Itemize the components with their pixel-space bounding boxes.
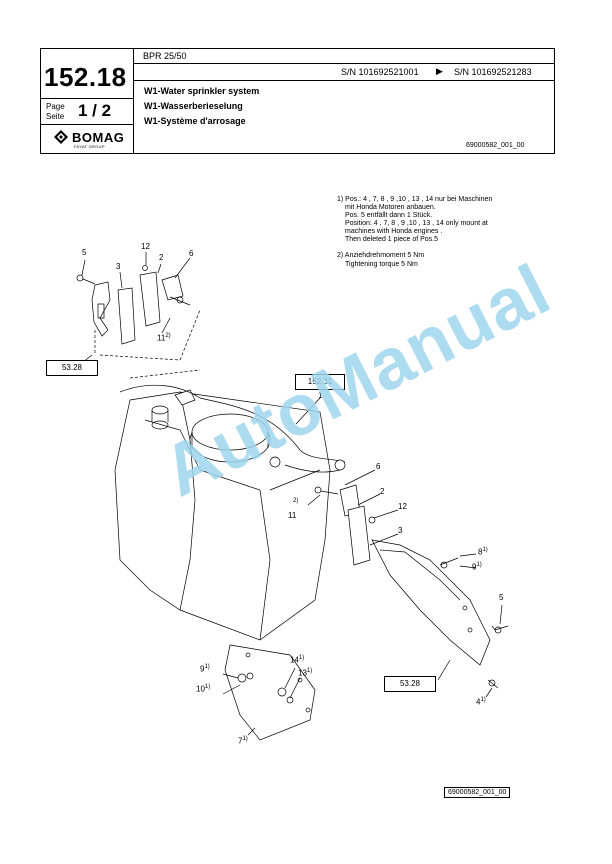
callout-label: 2) (293, 498, 299, 504)
callout-label: 91) (472, 562, 482, 572)
callout-label: 3 (116, 262, 121, 271)
note-line: Then deleted 1 piece of Pos.5 (345, 236, 439, 243)
callout-label: 91) (200, 664, 210, 674)
callout-label: 6 (376, 462, 381, 471)
page-label: Page Seite (46, 102, 65, 121)
brand-sub: FAYAT GROUP (74, 144, 105, 149)
callout-label: 1 (318, 391, 323, 400)
note-line: 2) Anziehdrehmoment 5 Nm (337, 252, 425, 259)
callout-label: 3 (398, 526, 403, 535)
header-frame (40, 48, 555, 154)
callout-label: 2 (159, 253, 164, 262)
callout-label: 12 (141, 242, 150, 251)
title-de: W1-Wasserberieselung (144, 101, 243, 111)
note-line: Position: 4 , 7, 8 , 9 ,10 , 13 , 14 onl… (345, 220, 488, 227)
header-divider (133, 80, 555, 81)
callout-label: 5 (499, 593, 504, 602)
reference-box[interactable]: 53.28 (384, 676, 436, 692)
note-line: mit Honda Motoren anbauen. (345, 204, 436, 211)
header-divider (40, 98, 134, 99)
callout-label: 112) (157, 333, 171, 343)
callout-label: 11 (288, 511, 297, 520)
note-line: Tightening torque 5 Nm (345, 261, 418, 268)
header-divider (40, 124, 134, 125)
bomag-logo-icon (54, 130, 68, 144)
callout-label: 6 (189, 249, 194, 258)
callout-label: 2 (380, 487, 385, 496)
title-fr: W1-Système d'arrosage (144, 116, 246, 126)
reference-box[interactable]: 53.28 (46, 360, 98, 376)
footer-drawing-code: 69000582_001_00 (444, 787, 511, 798)
header-divider (133, 63, 555, 64)
model-name: BPR 25/50 (143, 51, 187, 61)
callout-label: 71) (238, 736, 248, 746)
page-number: 152.18 (44, 62, 127, 92)
callout-label: 81) (478, 547, 488, 557)
serial-to: S/N 101692521283 (454, 67, 532, 77)
title-en: W1-Water sprinkler system (144, 86, 260, 96)
callout-label: 141) (290, 655, 305, 665)
note-line: Pos. 5 entfällt dann 1 Stück. (345, 212, 433, 219)
arrow-right-icon: ▶ (436, 66, 443, 76)
callout-label: 12 (398, 502, 407, 511)
header-divider (133, 48, 134, 154)
note-line: machines with Honda engines . (345, 228, 443, 235)
drawing-code: 69000582_001_00 (466, 142, 525, 149)
serial-from: S/N 101692521001 (341, 67, 419, 77)
callout-label: 131) (298, 668, 313, 678)
callout-label: 101) (196, 684, 211, 694)
callout-label: 41) (476, 697, 486, 707)
callout-label: 5 (82, 248, 87, 257)
reference-box[interactable]: 152.31 (295, 374, 345, 390)
page-count: 1 / 2 (78, 101, 112, 120)
note-line: 1) Pos.: 4 , 7, 8 , 9 ,10 , 13 , 14 nur … (337, 196, 493, 203)
brand-name: BOMAG (72, 130, 125, 145)
